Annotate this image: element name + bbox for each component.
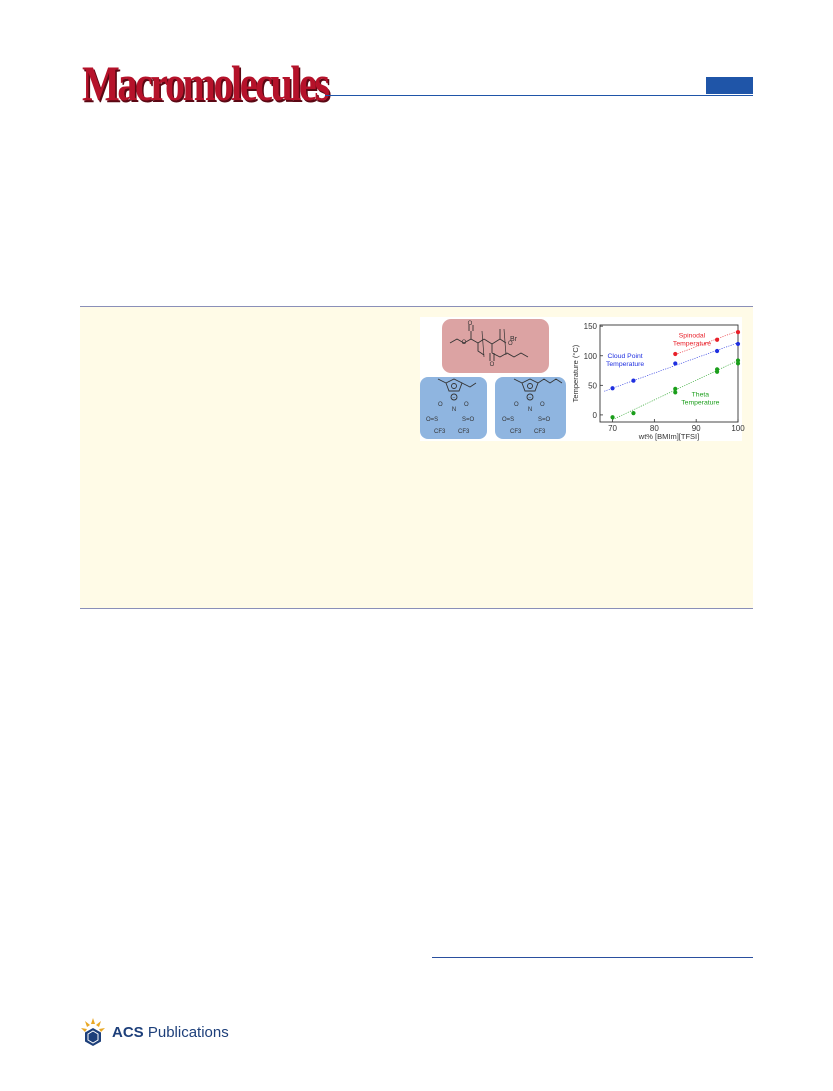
toc-graphic-svg: O O O O Br − N O O O=S S=O CF3 CF3 + bbox=[420, 319, 745, 441]
data-point bbox=[735, 361, 741, 366]
title-accent-block bbox=[706, 77, 753, 94]
sulfonyl-label: O=S bbox=[426, 417, 438, 423]
ionic-liquid-panel-2: − N O O O=S S=O CF3 CF3 bbox=[495, 377, 566, 439]
series-label: Temperature bbox=[606, 361, 644, 368]
journal-title: Macromolecules bbox=[82, 55, 330, 111]
x-tick-label: 90 bbox=[692, 424, 701, 433]
publisher-short: ACS bbox=[112, 1023, 144, 1041]
end-group-label: Br bbox=[510, 336, 518, 343]
cf3-label: CF3 bbox=[434, 429, 446, 435]
plot-frame bbox=[599, 324, 739, 423]
svg-text:O: O bbox=[462, 340, 467, 346]
data-point bbox=[673, 390, 678, 395]
ionic-liquid-panel-1: − N O O O=S S=O CF3 CF3 bbox=[420, 377, 487, 439]
toc-graphic: O O O O Br − N O O O=S S=O CF3 CF3 + bbox=[420, 317, 745, 441]
svg-text:−: − bbox=[529, 395, 532, 401]
series-label: Spinodal bbox=[679, 332, 706, 339]
data-point bbox=[735, 358, 741, 363]
y-tick-label: 150 bbox=[584, 322, 598, 331]
cf3-label: CF3 bbox=[458, 429, 470, 435]
data-point bbox=[714, 367, 720, 372]
oxygen-label: O bbox=[540, 402, 545, 408]
series-label: Theta bbox=[692, 392, 710, 399]
y-tick-label: 100 bbox=[584, 352, 598, 361]
data-point bbox=[673, 361, 678, 366]
acs-hexagon-icon bbox=[81, 1018, 105, 1046]
svg-text:O: O bbox=[468, 321, 473, 327]
fit-line bbox=[675, 330, 739, 355]
oxygen-label: O bbox=[464, 402, 469, 408]
data-point bbox=[673, 351, 678, 357]
series-label: Temperature bbox=[681, 400, 719, 407]
y-axis-label: Temperature (°C) bbox=[571, 344, 580, 402]
data-point bbox=[673, 386, 678, 391]
data-point bbox=[714, 337, 720, 342]
data-point bbox=[631, 411, 636, 416]
cf3-label: CF3 bbox=[534, 429, 546, 435]
x-tick-label: 70 bbox=[608, 424, 617, 433]
data-point bbox=[714, 348, 720, 354]
data-point bbox=[610, 415, 615, 420]
x-tick-label: 100 bbox=[731, 424, 745, 433]
svg-text:O: O bbox=[508, 341, 513, 347]
footnote-rule bbox=[432, 957, 753, 958]
x-axis-label: wt% [BMIm][TFSI] bbox=[638, 432, 699, 441]
polymer-structure-panel: O O O O Br bbox=[442, 319, 549, 373]
data-point bbox=[735, 329, 741, 335]
series-label: Cloud Point bbox=[608, 353, 643, 360]
publisher-logo: ACS Publications bbox=[80, 1017, 229, 1047]
cf3-label: CF3 bbox=[510, 429, 522, 435]
sulfonyl-label: S=O bbox=[538, 417, 551, 423]
data-point bbox=[735, 341, 741, 347]
publisher-name: ACS Publications bbox=[112, 1024, 229, 1041]
publisher-rest: Publications bbox=[147, 1023, 229, 1041]
x-tick-label: 80 bbox=[650, 424, 659, 433]
title-rule bbox=[325, 95, 753, 96]
anion-nitrogen-label: N bbox=[528, 407, 532, 413]
sulfonyl-label: S=O bbox=[462, 417, 475, 423]
data-point bbox=[610, 386, 615, 391]
y-tick-label: 50 bbox=[588, 381, 597, 390]
temperature-chart: 70 80 90 100 0 50 100 150 wt% [BMIm][TFSI] Temper… bbox=[571, 322, 745, 441]
oxygen-label: O bbox=[438, 402, 443, 408]
oxygen-label: O bbox=[514, 402, 519, 408]
svg-text:O: O bbox=[490, 362, 495, 368]
svg-text:−: − bbox=[453, 395, 456, 401]
y-tick-label: 0 bbox=[593, 411, 598, 420]
sulfonyl-label: O=S bbox=[502, 417, 514, 423]
anion-nitrogen-label: N bbox=[452, 407, 456, 413]
series-label: Temperature bbox=[673, 340, 711, 347]
data-point bbox=[631, 378, 636, 383]
